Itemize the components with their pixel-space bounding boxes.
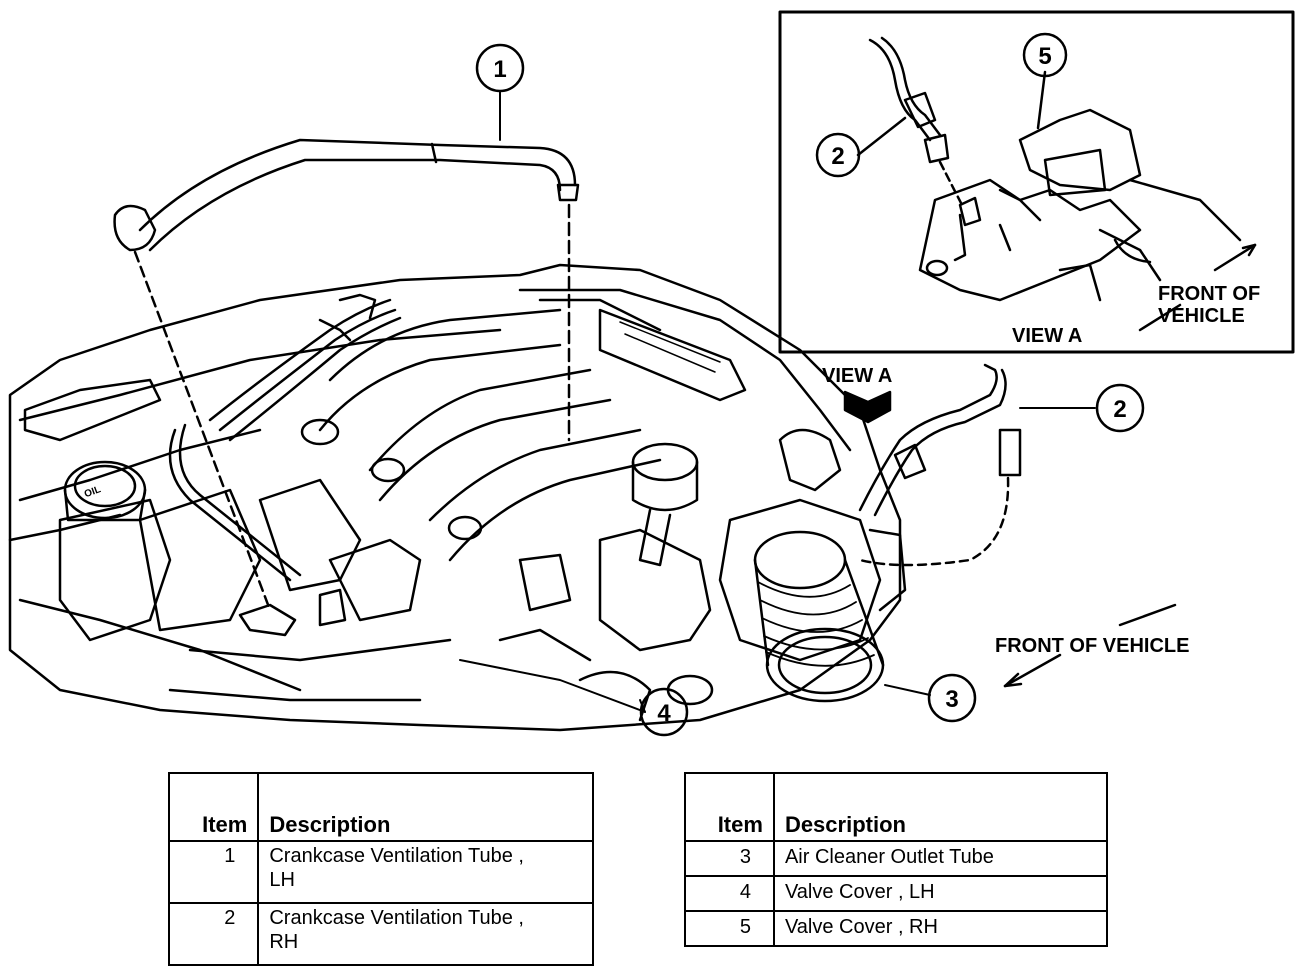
legend-header-description: Description [257, 772, 594, 842]
table-row: 5 Valve Cover , RH [684, 910, 1109, 947]
legend-header-description: Description [772, 772, 1109, 842]
leader-lines [459, 91, 1096, 713]
callout-circle-2-inset [815, 132, 861, 178]
legend-header-row: Item Description [167, 772, 594, 842]
callout-circle-4 [639, 687, 689, 737]
callout-circle-1 [475, 43, 525, 93]
legend-table-left: Item Description 1 Crankcase Ventilation… [167, 772, 594, 966]
intake-manifold [300, 288, 852, 562]
table-row: 1 Crankcase Ventilation Tube ,LH [167, 840, 594, 904]
front-of-vehicle-inset-line1: FRONT OF [1158, 283, 1260, 305]
callout-3: 3 [945, 686, 958, 713]
legend-item-description: Valve Cover , RH [772, 910, 1109, 947]
svg-text:OIL: OIL [83, 484, 102, 500]
legend-item-number: 3 [684, 840, 775, 877]
desc-line: Crankcase Ventilation Tube , [269, 845, 524, 867]
legend-item-number: 5 [684, 910, 775, 947]
legend-item-number: 1 [167, 840, 260, 904]
legend-header-row: Item Description [684, 772, 1109, 842]
legend-item-number: 4 [684, 875, 775, 912]
table-row: 2 Crankcase Ventilation Tube ,RH [167, 902, 594, 966]
front-of-vehicle-inset-line2: VEHICLE [1158, 305, 1245, 327]
callout-2-inset: 2 [831, 143, 844, 170]
left-engine-block [23, 378, 452, 702]
callout-5: 5 [1038, 43, 1051, 70]
view-a-label-inset: VIEW A [1012, 325, 1082, 347]
callout-1: 1 [493, 56, 506, 83]
inset-valve-cover-detail [856, 36, 1242, 302]
front-of-vehicle-main: FRONT OF VEHICLE [995, 635, 1189, 657]
front-arrow-inset-icon [1138, 303, 1182, 332]
callout-circle-3 [927, 673, 977, 723]
callout-2-main: 2 [1113, 396, 1126, 423]
wiring-harness [168, 293, 402, 582]
legend-item-description: Valve Cover , LH [772, 875, 1109, 912]
table-row: 4 Valve Cover , LH [684, 875, 1109, 912]
callout-circle-5 [1022, 32, 1068, 78]
table-row: 3 Air Cleaner Outlet Tube [684, 840, 1109, 877]
callout-circle-2-main [1095, 383, 1145, 433]
legend-table-right: Item Description 3 Air Cleaner Outlet Tu… [684, 772, 1109, 947]
throttle-body [498, 428, 907, 722]
legend-item-description: Crankcase Ventilation Tube ,LH [257, 840, 594, 904]
crankcase-ventilation-tube-lh [113, 138, 580, 637]
crankcase-ventilation-tube-rh [858, 363, 1022, 567]
legend-item-number: 2 [167, 902, 260, 966]
callout-4: 4 [657, 700, 671, 727]
legend-item-description: Air Cleaner Outlet Tube [772, 840, 1109, 877]
view-a-arrow-icon [843, 390, 892, 424]
legend-item-description: Crankcase Ventilation Tube ,RH [257, 902, 594, 966]
desc-line: Crankcase Ventilation Tube , [269, 907, 524, 929]
air-cleaner-outlet-tube [753, 530, 885, 703]
legend-header-item: Item [167, 772, 260, 842]
desc-line: LH [269, 869, 295, 891]
oil-filler-cap: OIL [63, 460, 147, 522]
view-a-label-main: VIEW A [822, 365, 892, 387]
engine-outline [8, 263, 902, 732]
legend-header-item: Item [684, 772, 775, 842]
engine-diagram: OIL [8, 10, 1295, 737]
view-a-inset-box [778, 10, 1295, 354]
desc-line: RH [269, 931, 299, 953]
front-arrow-main-icon [1003, 653, 1062, 688]
